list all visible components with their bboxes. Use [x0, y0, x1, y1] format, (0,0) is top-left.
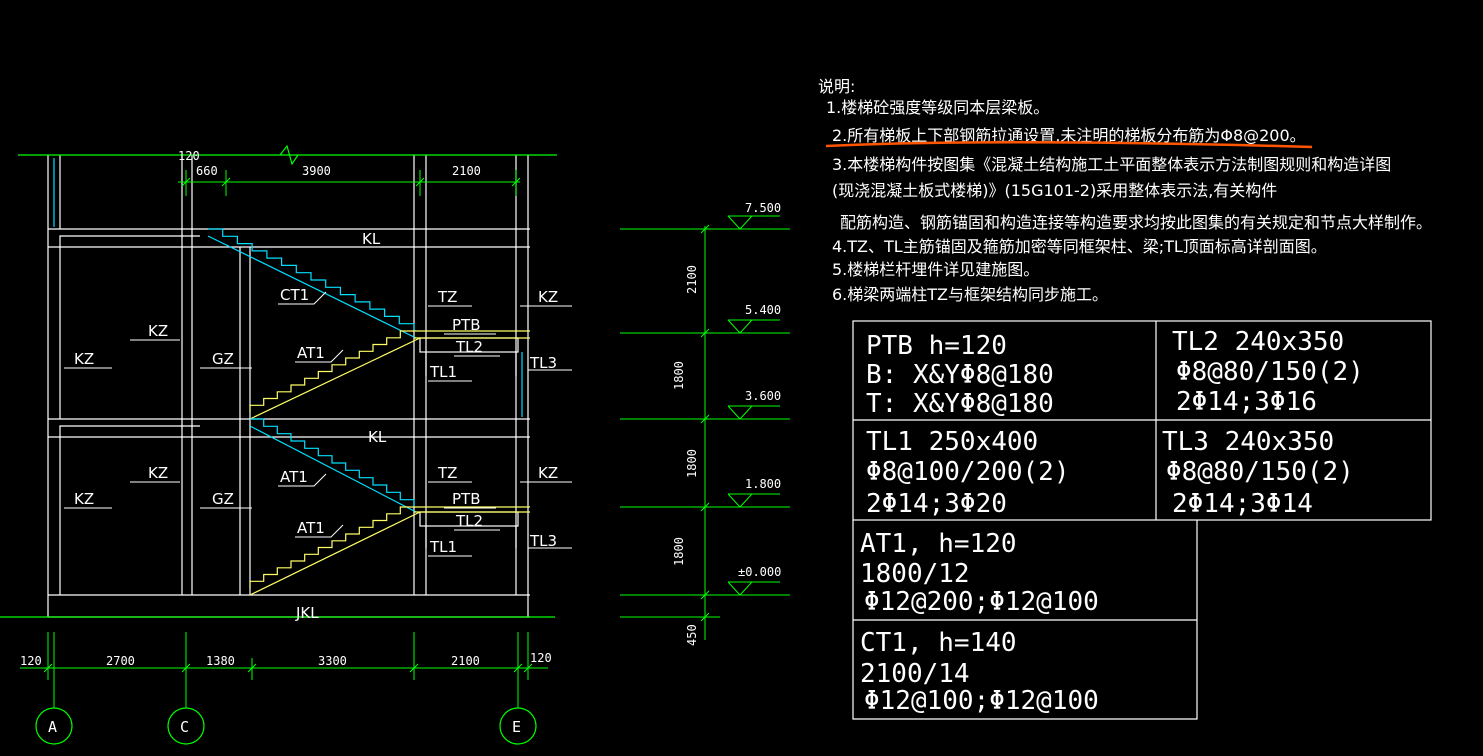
axis-bubbles	[35, 707, 537, 745]
label-kz-left-upper: KZ	[74, 350, 94, 368]
ct1-spec-title: CT1, h=140	[860, 628, 1017, 658]
label-kz-mid-upper: KZ	[148, 322, 168, 340]
cyan-edge-lines	[53, 158, 523, 417]
label-tz-lower: TZ	[437, 464, 457, 482]
axis-a-label: A	[48, 718, 57, 736]
label-tl2-upper: TL2	[455, 338, 483, 356]
at1-spec-rise: 1800/12	[860, 559, 970, 589]
label-gz-upper: GZ	[212, 350, 234, 368]
top-dim-2100: 2100	[452, 164, 481, 178]
label-kz-left-lower: KZ	[74, 490, 94, 508]
label-kz-mid-lower: KZ	[148, 464, 168, 482]
bottom-dim-2700: 2700	[106, 654, 135, 668]
beam-label-kl-lower: KL	[368, 428, 387, 446]
tl1-spec-main: 2Φ14;3Φ20	[866, 489, 1007, 519]
leader-lines	[64, 291, 572, 557]
vert-dim-450: 450	[685, 624, 699, 646]
ptb-spec-top: T: X&YΦ8@180	[866, 389, 1054, 419]
elevation-1800: 1.800	[745, 477, 781, 491]
label-tl3-lower: TL3	[529, 532, 557, 550]
note-2-highlight-underline	[825, 141, 1313, 149]
tl3-spec-main: 2Φ14;3Φ14	[1172, 489, 1313, 519]
ct1-spec-rebar: Φ12@100;Φ12@100	[864, 686, 1099, 716]
at1-spec-title: AT1, h=120	[860, 529, 1017, 559]
bottom-dimension-lines	[20, 632, 548, 708]
bottom-dim-1380: 1380	[206, 654, 235, 668]
tl3-spec-stirrup: Φ8@80/150(2)	[1166, 457, 1354, 487]
elevation-0000: ±0.000	[738, 565, 781, 579]
label-ptb-lower: PTB	[452, 490, 481, 508]
vert-dim-2100: 2100	[685, 265, 699, 294]
tl1-spec-stirrup: Φ8@100/200(2)	[866, 457, 1070, 487]
stairs	[207, 228, 530, 596]
beam-label-jkl: JKL	[295, 604, 319, 622]
tl2-spec-stirrup: Φ8@80/150(2)	[1176, 357, 1364, 387]
note-6: 6.梯梁两端柱TZ与框架结构同步施工。	[832, 285, 1108, 304]
label-tl2-lower: TL2	[455, 512, 483, 530]
label-at1-lower: AT1	[297, 519, 325, 537]
top-dimension-lines	[178, 170, 521, 196]
note-4: 4.TZ、TL主筋锚固及箍筋加密等同框架柱、梁;TL顶面标高详剖面图。	[832, 237, 1327, 256]
tl1-spec-title: TL1 250x400	[866, 427, 1038, 457]
ptb-spec-bottom: B: X&YΦ8@180	[866, 360, 1054, 390]
schedule-table-grid	[852, 320, 1432, 720]
axis-e-label: E	[512, 718, 521, 736]
notes-title: 说明:	[818, 77, 855, 96]
note-2: 2.所有梯板上下部钢筋拉通设置,未注明的梯板分布筋为Φ8@200。	[832, 126, 1306, 145]
bottom-dim-2100: 2100	[451, 654, 480, 668]
elevation-lines	[620, 215, 790, 640]
label-tl1-upper: TL1	[429, 363, 457, 381]
top-dim-660: 660	[196, 164, 218, 178]
label-gz-lower: GZ	[212, 490, 234, 508]
top-dim-120: 120	[178, 149, 200, 163]
note-3b: (现浇混凝土板式楼梯)》(15G101-2)采用整体表示法,有关构件	[832, 181, 1277, 200]
note-1: 1.楼梯砼强度等级同本层梁板。	[826, 98, 1049, 117]
label-ct1: CT1	[280, 286, 309, 304]
tl3-spec-title: TL3 240x350	[1162, 427, 1334, 457]
elevation-5400: 5.400	[745, 303, 781, 317]
label-at1-mid: AT1	[280, 468, 308, 486]
elevation-7500: 7.500	[745, 201, 781, 215]
label-tl1-lower: TL1	[429, 538, 457, 556]
label-ptb-upper: PTB	[452, 316, 481, 334]
label-tz-upper: TZ	[437, 288, 457, 306]
elevation-3600: 3.600	[745, 389, 781, 403]
ct1-spec-rise: 2100/14	[860, 659, 970, 689]
label-kz-right-upper: KZ	[538, 288, 558, 306]
at1-spec-rebar: Φ12@200;Φ12@100	[864, 587, 1099, 617]
structure-lines	[47, 155, 530, 618]
label-at1-upper: AT1	[297, 344, 325, 362]
note-3c: 配筋构造、钢筋锚固和构造连接等构造要求均按此图集的有关规定和节点大样制作。	[840, 213, 1432, 232]
beam-label-kl-upper: KL	[362, 230, 381, 248]
bottom-dim-3300: 3300	[318, 654, 347, 668]
tl2-spec-title: TL2 240x350	[1172, 327, 1344, 357]
bottom-dim-120a: 120	[20, 654, 42, 668]
label-kz-right-lower: KZ	[538, 464, 558, 482]
ptb-spec-title: PTB h=120	[866, 331, 1007, 361]
vert-dim-1800b: 1800	[685, 449, 699, 478]
note-3: 3.本楼梯构件按图集《混凝土结构施工土平面整体表示方法制图规则和构造详图	[832, 155, 1391, 174]
vert-dim-1800c: 1800	[672, 537, 686, 566]
note-5: 5.楼梯栏杆埋件详见建施图。	[832, 260, 1039, 279]
bottom-dim-120b: 120	[530, 651, 552, 665]
vert-dim-1800a: 1800	[672, 361, 686, 390]
top-dim-3900: 3900	[302, 164, 331, 178]
tl2-spec-main: 2Φ14;3Φ16	[1176, 387, 1317, 417]
axis-c-label: C	[180, 718, 189, 736]
label-tl3-upper: TL3	[529, 354, 557, 372]
break-symbol	[279, 144, 299, 166]
